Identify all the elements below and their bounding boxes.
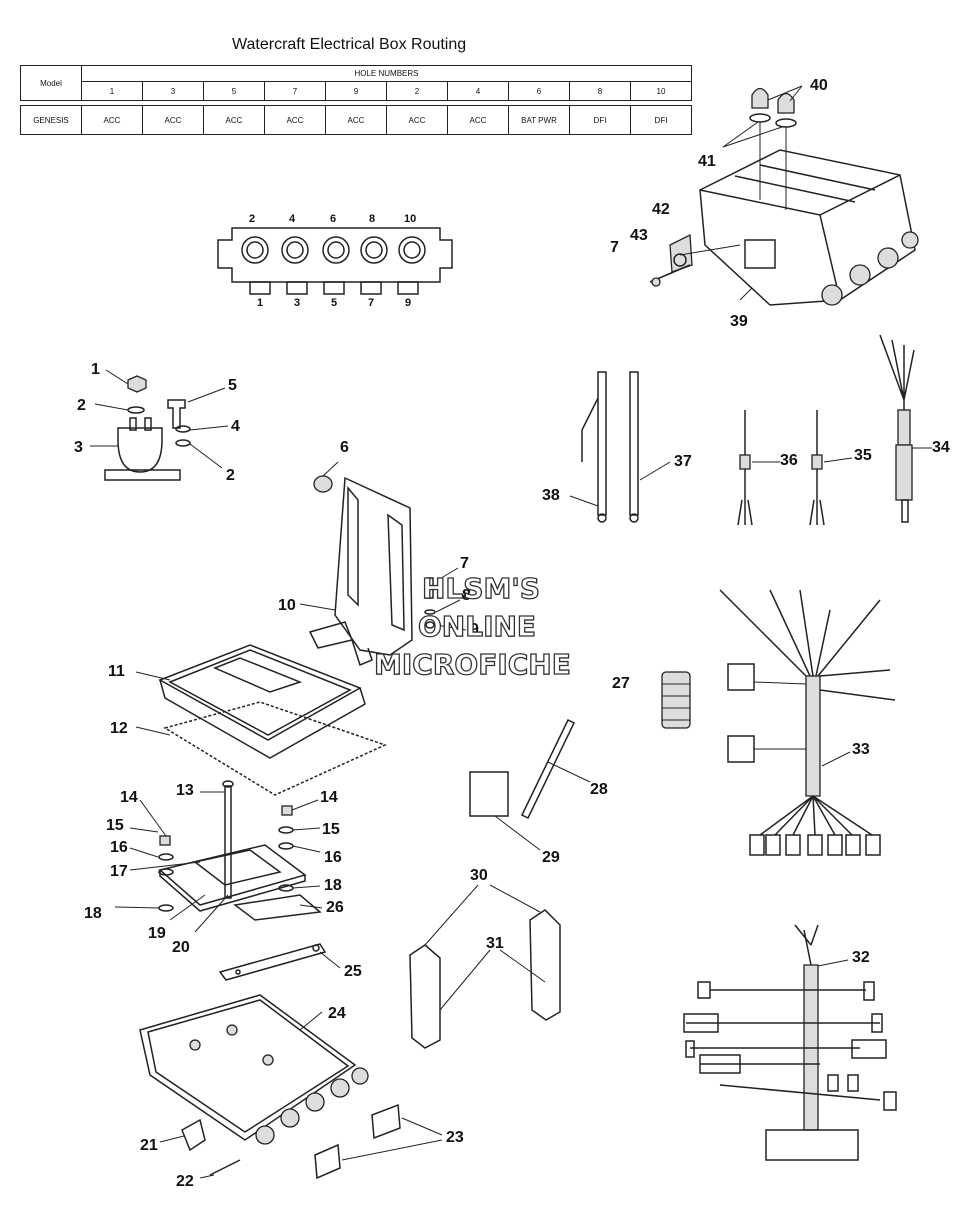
connector-top-number: 6 xyxy=(330,213,336,225)
cable-straps xyxy=(409,884,561,1049)
box-cover xyxy=(135,644,366,759)
box-gasket xyxy=(135,701,388,796)
hole-number: 9 xyxy=(325,81,387,101)
callout-number: 6 xyxy=(340,439,349,456)
callout-number: 5 xyxy=(228,377,237,394)
callout-number: 27 xyxy=(612,675,630,692)
connector-top-number: 10 xyxy=(404,213,416,225)
callout-number: 14 xyxy=(120,789,138,806)
callout-number: 2 xyxy=(77,397,86,414)
hole-cell: ACC xyxy=(386,105,448,135)
diagram-title: Watercraft Electrical Box Routing xyxy=(232,36,467,53)
spare-fuses xyxy=(314,1103,443,1180)
small-fasteners xyxy=(424,567,467,631)
callout-number: 30 xyxy=(470,867,488,884)
connector-bottom-number: 9 xyxy=(405,297,411,309)
callout-number: 13 xyxy=(176,782,194,799)
callout-number: 10 xyxy=(278,597,296,614)
rod-straps xyxy=(569,371,671,523)
callout-number: 26 xyxy=(326,899,344,916)
circuit-board-assembly xyxy=(114,780,323,933)
box-base xyxy=(139,994,369,1145)
callout-number: 2 xyxy=(226,467,235,484)
watermark-line: HLSM'S xyxy=(422,572,540,605)
connector-top-number: 4 xyxy=(289,213,296,225)
electrical-box-assembly xyxy=(649,85,919,306)
hole-cell: ACC xyxy=(203,105,265,135)
small-harnesses xyxy=(737,334,932,526)
callout-number: 4 xyxy=(231,418,240,435)
callout-number: 12 xyxy=(110,720,128,737)
connector-bottom-number: 7 xyxy=(368,297,374,309)
callout-number: 15 xyxy=(322,821,340,838)
hole-number: 10 xyxy=(630,81,692,101)
callout-number: 35 xyxy=(854,447,872,464)
callout-number: 16 xyxy=(110,839,128,856)
callout-number: 20 xyxy=(172,939,190,956)
callout-number: 37 xyxy=(674,453,692,470)
bus-strip xyxy=(218,943,341,981)
callout-number: 40 xyxy=(810,77,828,94)
watermark-line: MICROFICHE xyxy=(374,648,571,681)
mounting-bracket xyxy=(299,461,413,667)
hole-cell: ACC xyxy=(325,105,387,135)
secondary-wire-harness xyxy=(683,924,897,1161)
connector-bottom-number: 1 xyxy=(257,297,263,309)
callout-number: 14 xyxy=(320,789,338,806)
callout-number: 33 xyxy=(852,741,870,758)
hole-cell: DFI xyxy=(569,105,631,135)
table-row: GENESIS ACC ACC ACC ACC ACC ACC ACC BAT … xyxy=(20,105,692,135)
callout-number: 19 xyxy=(148,925,166,942)
hole-number: 8 xyxy=(569,81,631,101)
connector-top-number: 2 xyxy=(249,213,255,225)
callout-number: 1 xyxy=(91,361,100,378)
callout-number: 29 xyxy=(542,849,560,866)
callout-number: 31 xyxy=(486,935,504,952)
callout-number: 11 xyxy=(108,663,125,680)
callout-number: 7 xyxy=(460,555,469,572)
hole-cell: ACC xyxy=(447,105,509,135)
callout-number: 38 xyxy=(542,487,560,504)
hole-connector-block xyxy=(217,227,453,295)
callout-number: 41 xyxy=(698,153,716,170)
callout-number: 15 xyxy=(106,817,124,834)
callout-number: 7 xyxy=(610,239,619,256)
hole-cell: ACC xyxy=(142,105,204,135)
callout-number: 3 xyxy=(74,439,83,456)
callout-number: 17 xyxy=(110,863,128,880)
callout-number: 21 xyxy=(140,1137,158,1154)
callout-number: 16 xyxy=(324,849,342,866)
tube-and-plugs xyxy=(469,671,691,851)
callout-number: 43 xyxy=(630,227,648,244)
hole-cell: ACC xyxy=(264,105,326,135)
callout-number: 28 xyxy=(590,781,608,798)
callout-number: 34 xyxy=(932,439,950,456)
callout-number: 23 xyxy=(446,1129,464,1146)
callout-number: 22 xyxy=(176,1173,194,1190)
callout-number: 24 xyxy=(328,1005,346,1022)
hole-cell: DFI xyxy=(630,105,692,135)
callout-number: 36 xyxy=(780,452,798,469)
connector-top-number: 8 xyxy=(369,213,375,225)
callout-number: 18 xyxy=(324,877,342,894)
hole-routing-table: Model HOLE NUMBERS 1 3 5 7 9 2 4 6 8 10 … xyxy=(20,65,692,135)
connector-bottom-number: 3 xyxy=(294,297,300,309)
model-header: Model xyxy=(20,65,82,101)
watermark-line: ONLINE xyxy=(418,610,536,643)
callout-number: 42 xyxy=(652,201,670,218)
callout-number: 18 xyxy=(84,905,102,922)
callout-number: 25 xyxy=(344,963,362,980)
main-wire-harness xyxy=(719,589,896,856)
callout-number: 32 xyxy=(852,949,870,966)
hole-cell: ACC xyxy=(81,105,143,135)
callout-number: 8 xyxy=(462,587,471,604)
solenoid-relay xyxy=(90,369,229,481)
callout-number: 39 xyxy=(730,313,748,330)
model-cell: GENESIS xyxy=(20,105,82,135)
box-clip-and-pin xyxy=(159,1118,241,1179)
callout-number: 9 xyxy=(470,621,479,638)
hole-cell: BAT PWR xyxy=(508,105,570,135)
connector-bottom-number: 5 xyxy=(331,297,337,309)
